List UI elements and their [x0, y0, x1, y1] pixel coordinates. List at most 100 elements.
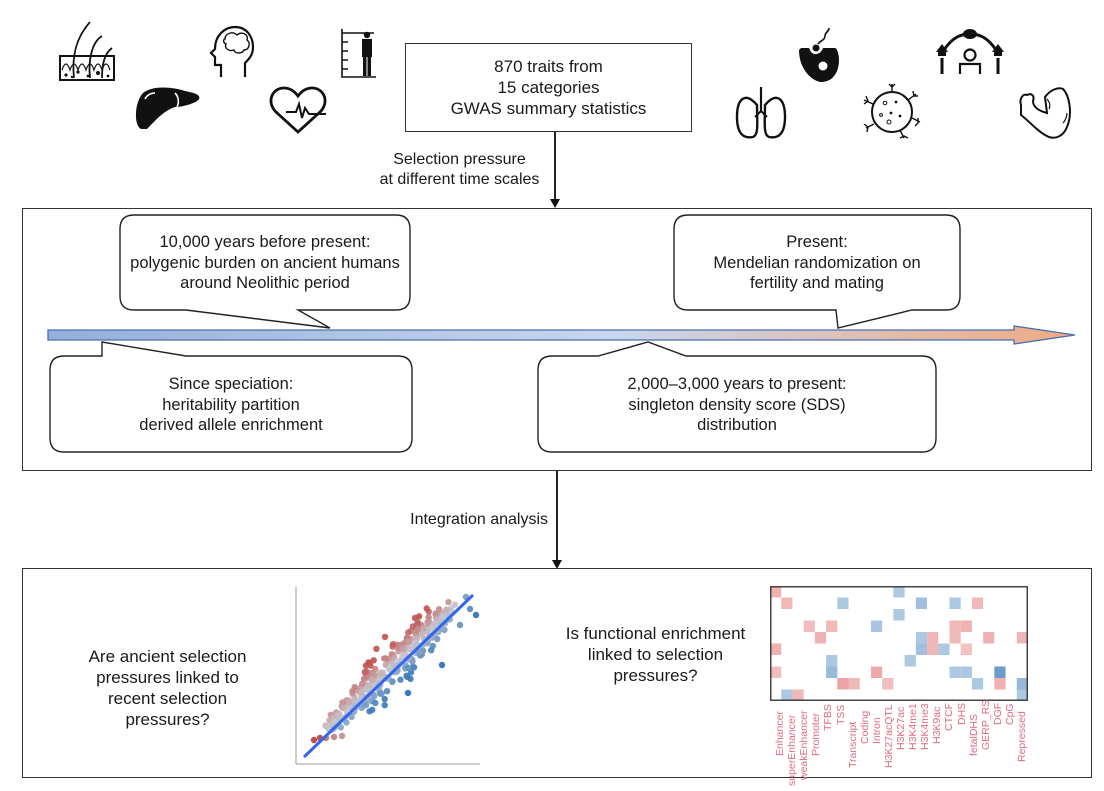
scatter-point	[368, 676, 376, 683]
scatter-point	[414, 626, 422, 633]
heatmap-cell	[837, 597, 849, 609]
heatmap-col-label: H3K27ac	[895, 706, 907, 750]
heatmap-cell	[893, 609, 905, 621]
question-left-line-1: Are ancient selection	[88, 647, 247, 666]
scatter-point	[423, 605, 430, 612]
heatmap-cell	[848, 678, 860, 690]
heatmap-cell	[994, 678, 1006, 690]
callout-neolithic-line-1: 10,000 years before present:	[159, 233, 371, 252]
scatter-point	[345, 699, 352, 706]
heatmap-cell	[781, 689, 793, 701]
question-left-line-4: pressures?	[125, 710, 210, 729]
scatter-point	[428, 647, 435, 654]
source-line-3: GWAS summary statistics	[450, 99, 647, 118]
callout-sds: 2,000–3,000 years to present: singleton …	[538, 358, 936, 452]
scatter-point	[331, 717, 338, 725]
heatmap-col-label: superEnhancer	[786, 715, 799, 787]
scatter-point	[445, 598, 452, 606]
heatmap-col-label: TFBS	[822, 704, 835, 732]
scatter-point	[425, 614, 432, 621]
callout-present: Present: Mendelian randomization on fert…	[674, 217, 960, 309]
scatter-point	[443, 606, 450, 613]
scatter-point	[337, 724, 344, 731]
source-line-2: 15 categories	[497, 78, 600, 97]
heatmap-col-label: H3K4me3	[919, 702, 932, 750]
heatmap-col-label: Repressed	[1016, 711, 1028, 762]
scatter-point	[370, 671, 378, 678]
scatter-point	[451, 601, 459, 608]
scatter-point	[349, 687, 356, 695]
heatmap-cell	[927, 632, 939, 644]
heatmap-cell	[770, 643, 782, 655]
scatter-point	[348, 713, 355, 721]
arrow-1-label-line-1: Selection pressure	[393, 151, 526, 168]
scatter-point	[383, 688, 391, 695]
scatter-point	[363, 701, 370, 709]
heatmap-cell	[960, 643, 972, 655]
heatmap-cell	[826, 666, 838, 678]
scatter-fit-line	[302, 593, 475, 759]
arrow-2-label: Integration analysis	[410, 511, 548, 528]
scatter-point	[376, 690, 384, 697]
heatmap-cell	[949, 620, 961, 632]
scatter-point	[415, 649, 423, 656]
scatter-point	[472, 611, 480, 619]
heatmap-cell	[960, 620, 972, 632]
callout-speciation: Since speciation: heritability partition…	[50, 358, 412, 452]
scatter-chart	[295, 587, 480, 765]
heatmap-col-label: Promoter	[810, 712, 823, 756]
social-family-icon	[936, 29, 1004, 74]
heatmap-cell	[792, 689, 804, 701]
integration-panel	[22, 568, 1092, 778]
heatmap-col-label: Coding	[858, 710, 871, 744]
heatmap-col-label: fetalDHS	[967, 713, 980, 756]
heatmap-col-label: Enhancer	[774, 710, 786, 756]
scatter-point	[373, 645, 380, 652]
heatmap-cell	[870, 666, 883, 678]
scatter-point	[403, 672, 410, 679]
scatter-point	[358, 689, 365, 696]
question-right-line-1: Is functional enrichment	[565, 624, 746, 643]
heatmap-col-label: weakEnhancer	[798, 710, 811, 781]
callout-present-line-1: Present:	[786, 233, 848, 252]
scatter-point	[391, 654, 398, 662]
scatter-point	[418, 631, 426, 638]
scatter-point	[370, 657, 377, 664]
question-right-line-3: pressures?	[613, 666, 698, 685]
heatmap-cell	[803, 620, 815, 632]
heatmap-cell	[949, 666, 961, 678]
callout-sds-line-3: distribution	[697, 416, 777, 435]
heatmap-cell	[915, 632, 928, 644]
heatmap-col-label: TSS	[834, 704, 847, 726]
scatter-point	[310, 736, 318, 744]
question-left-line-3: recent selection	[107, 689, 228, 708]
scatter-point	[434, 635, 441, 643]
heatmap-cell	[893, 586, 905, 598]
scatter-point	[372, 699, 379, 707]
heatmap-cell	[837, 678, 849, 690]
lungs-icon	[735, 87, 787, 139]
heatmap-cell	[927, 643, 939, 655]
scatter-point	[363, 668, 370, 675]
callout-speciation-line-2: heritability partition	[162, 395, 300, 414]
heatmap-cell	[1016, 632, 1028, 644]
immune-cell-icon	[863, 83, 921, 139]
scatter-point	[377, 669, 384, 677]
scatter-point	[324, 724, 331, 731]
heatmap-cell	[814, 632, 827, 644]
heatmap-col-label: H3K4me1	[907, 702, 920, 750]
heatmap-cell	[904, 655, 916, 667]
callout-speciation-line-1: Since speciation:	[168, 375, 294, 394]
scatter-point	[405, 638, 412, 645]
scatter-point	[399, 644, 406, 652]
scatter-point	[414, 618, 421, 626]
heatmap-cell	[826, 655, 838, 667]
scatter-point	[406, 645, 413, 652]
heatmap-cell	[770, 586, 782, 598]
callout-present-line-3: fertility and mating	[750, 274, 884, 293]
arrow-1-head	[550, 199, 560, 208]
heatmap-col-label: Transcript	[846, 721, 859, 768]
scatter-point	[424, 619, 431, 626]
heatmap-grid	[770, 586, 1028, 701]
